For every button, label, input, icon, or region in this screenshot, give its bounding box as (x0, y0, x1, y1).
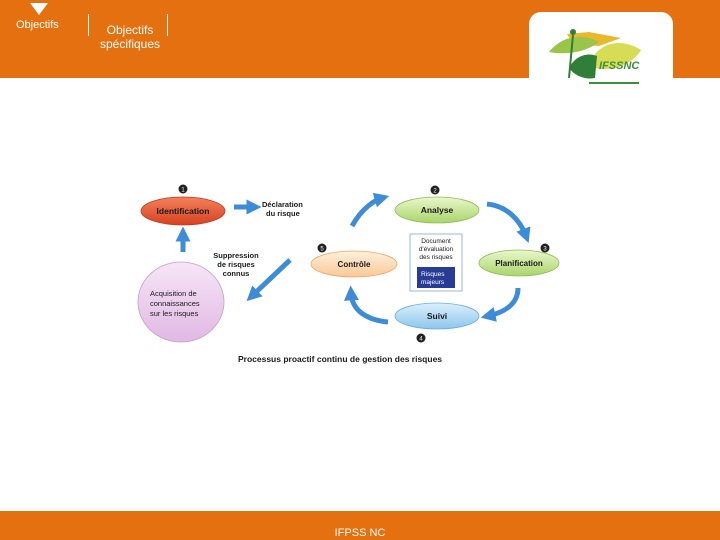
label-suppression-line-2: de risques (217, 260, 255, 269)
label-document-line-3: des risques (419, 254, 453, 261)
step-number-5: 5 (320, 247, 324, 253)
arrow-to-analyse (349, 192, 390, 228)
label-declaration-line-1: Déclaration (262, 200, 303, 209)
arrow-suivi-to-controle (343, 285, 389, 325)
nav-item-objectifs-specifiques[interactable]: Objectifs spécifiques (99, 23, 161, 51)
label-risques-majeurs-line-1: Risques (421, 271, 445, 278)
node-suivi (394, 302, 480, 330)
node-identification-label: Identification (157, 206, 210, 216)
node-suivi-label: Suivi (427, 311, 447, 321)
diagram-caption: Processus proactif continu de gestion de… (238, 354, 442, 364)
label-document-line-1: Document (421, 238, 451, 245)
label-risques-majeurs-line-2: majeurs (421, 279, 445, 286)
step-number-2: 2 (433, 189, 437, 195)
node-planification (478, 249, 560, 277)
step-number-4: 4 (419, 337, 423, 343)
step-marker-5 (317, 243, 327, 253)
node-acquisition-line-1: Acquisition de (150, 289, 197, 298)
node-acquisition (137, 261, 225, 343)
risques-majeurs-box (417, 267, 455, 288)
node-analyse-label: Analyse (421, 205, 454, 215)
node-controle-label: Contrôle (338, 260, 371, 269)
node-planification-label: Planification (495, 259, 543, 268)
step-marker-2 (430, 185, 440, 195)
logo: IFSSNC (529, 12, 673, 98)
step-number-1: 1 (181, 188, 185, 194)
node-acquisition-line-3: sur les risques (150, 309, 199, 318)
node-identification (140, 196, 226, 226)
nav-divider (167, 14, 168, 36)
footer-bar (0, 511, 720, 540)
logo-text: IFSSNC (599, 60, 640, 72)
nav-divider (88, 14, 89, 36)
arrow-planification-to-suivi (480, 287, 521, 322)
label-declaration-line-2: du risque (266, 209, 300, 218)
node-analyse (394, 196, 480, 224)
footer-text: IFPSS NC (334, 527, 386, 539)
label-suppression-line-3: connus (223, 269, 250, 278)
step-number-3: 3 (543, 247, 547, 253)
step-marker-4 (416, 333, 426, 343)
label-document-line-2: d'évaluation (419, 246, 454, 253)
current-section-triangle-icon (30, 3, 48, 15)
arrow-controle-to-acquisition (246, 258, 292, 302)
node-acquisition-line-2: connaissances (150, 299, 200, 308)
nav-item-objectifs[interactable]: Objectifs (16, 19, 59, 31)
step-marker-1 (178, 184, 188, 194)
arrow-analyse-to-planification (486, 201, 531, 244)
logo-graphic: IFSSNC (549, 29, 641, 84)
step-marker-3 (540, 243, 550, 253)
label-suppression-line-1: Suppression (213, 251, 259, 260)
node-controle (310, 250, 398, 278)
